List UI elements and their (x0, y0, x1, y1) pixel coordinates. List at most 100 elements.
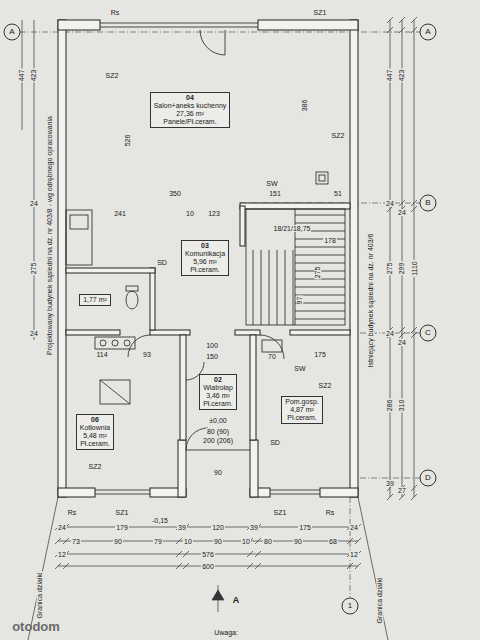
dimension: 350 (168, 190, 182, 197)
dimension: 120 (211, 524, 225, 531)
dimension: 275 (315, 265, 322, 279)
axis-label: B (424, 199, 431, 207)
dimension: 114 (95, 351, 108, 358)
dimension: 386 (302, 98, 309, 112)
room-label: 03Komunikacja5,96 m²Pł.ceram. (181, 240, 229, 276)
dimension: 24 (29, 330, 39, 337)
symbol-label: Rs (110, 9, 121, 16)
note: Granica działki (376, 576, 383, 624)
dimension: 600 (201, 563, 215, 570)
symbol-label: SD (269, 439, 281, 446)
room-text: 3,46 m² (203, 392, 233, 400)
symbol-label: SW (265, 180, 278, 187)
note: Projektowany budynek sąsiedni na dz. nr … (46, 115, 53, 356)
note: Istniejący budynek sąsiedni na dz. nr 40… (368, 232, 375, 368)
room-text: 02 (203, 376, 233, 384)
dimension: 447 (387, 68, 394, 82)
dimension: 80 (90) (206, 428, 230, 435)
room-text: Pom.gosp. (285, 398, 318, 406)
symbol-label: SD (156, 259, 168, 266)
symbol-label: Rs (67, 509, 78, 516)
dimension: 68 (328, 538, 338, 545)
room-text: 5,48 m² (80, 432, 110, 440)
room-label: 04Salon+aneks kuchenny27,36 m²Panele/Pł.… (150, 92, 231, 128)
room-text: Pł.ceram. (203, 400, 233, 408)
dimension: 80 (263, 538, 273, 545)
dimension: ±0,00 (208, 417, 227, 424)
dimension: 39 (177, 524, 187, 531)
dimension: 310 (399, 398, 406, 412)
room-text: 06 (80, 416, 110, 424)
dimension: 12 (57, 551, 67, 558)
dimension: 90 (213, 469, 223, 476)
room-label: 02Wiatrołap3,46 m²Pł.ceram. (199, 374, 237, 410)
room-label: 1,77 m² (79, 294, 111, 306)
dimension: 241 (113, 210, 127, 217)
axis-label: C (424, 329, 432, 337)
room-text: Pł.ceram. (285, 414, 318, 422)
symbol-label: SZ2 (331, 132, 346, 139)
dimension: 526 (125, 133, 132, 147)
dimension: 93 (142, 351, 152, 358)
axis-label: A (424, 28, 431, 36)
dimension: -0,15 (151, 517, 169, 524)
dimension: 24 (397, 339, 407, 346)
dimension: 286 (387, 398, 394, 412)
dimension: 97 (296, 295, 303, 305)
dimension: 90 (213, 538, 223, 545)
symbol-label: SZ1 (273, 509, 288, 516)
dimension: 275 (31, 261, 38, 275)
room-text: 4,87 m² (285, 406, 318, 414)
room-label: 06Kotłownia5,48 m²Pł.ceram. (76, 414, 114, 450)
dimension: 39 (249, 524, 259, 531)
dimension: 179 (115, 524, 129, 531)
dimension: 18/21/18,75 (273, 225, 312, 232)
dimension: 90 (293, 538, 303, 545)
symbol-label: SZ1 (313, 9, 328, 16)
room-text: Wiatrołap (203, 384, 233, 392)
dimension: 51 (333, 190, 343, 197)
room-label: Pom.gosp.4,87 m²Pł.ceram. (281, 396, 322, 424)
dimension: 24 (349, 524, 359, 531)
axis-label: 1 (347, 602, 353, 610)
dimension: 178 (323, 237, 337, 244)
room-text: Salon+aneks kuchenny (154, 102, 227, 110)
room-text: 03 (185, 242, 225, 250)
dimension: 150 (205, 353, 219, 360)
symbol-label: SW (293, 365, 306, 372)
dimension: 576 (201, 551, 215, 558)
dimension: 24 (385, 330, 395, 337)
room-text: Pł.ceram. (80, 440, 110, 448)
dimension: 175 (313, 351, 327, 358)
dimension: 79 (153, 538, 163, 545)
symbol-label: SZ1 (115, 509, 130, 516)
room-text: Panele/Pł.ceram. (154, 118, 227, 126)
room-text: Kotłownia (80, 424, 110, 432)
dimension: 90 (113, 538, 123, 545)
dimension: 299 (399, 261, 406, 275)
dimension: 24 (57, 524, 67, 531)
note: Uwaga: (213, 629, 239, 636)
dimension: 73 (71, 538, 81, 545)
room-text: Komunikacja (185, 250, 225, 258)
dimension: 10 (185, 210, 195, 217)
dimension: 123 (207, 210, 221, 217)
dimension: 24 (397, 209, 407, 216)
dimension: 1110 (410, 260, 417, 277)
room-text: 27,36 m² (154, 110, 227, 118)
watermark: otodom (11, 620, 61, 633)
axis-label: D (424, 474, 432, 482)
dimension: 10 (183, 538, 193, 545)
symbol-label: SZ2 (318, 382, 333, 389)
dimension: 175 (298, 524, 312, 531)
dimension: 27 (397, 487, 407, 494)
note: Granica działki (36, 571, 43, 619)
dimension: 24 (29, 200, 39, 207)
room-text: 1,77 m² (83, 296, 107, 304)
axis-label: A (8, 28, 15, 36)
dimension: 70 (267, 353, 277, 360)
room-text: 04 (154, 94, 227, 102)
dimension: 200 (206) (202, 437, 234, 444)
room-text: Pł.ceram. (185, 266, 225, 274)
section-mark: A (232, 596, 241, 605)
